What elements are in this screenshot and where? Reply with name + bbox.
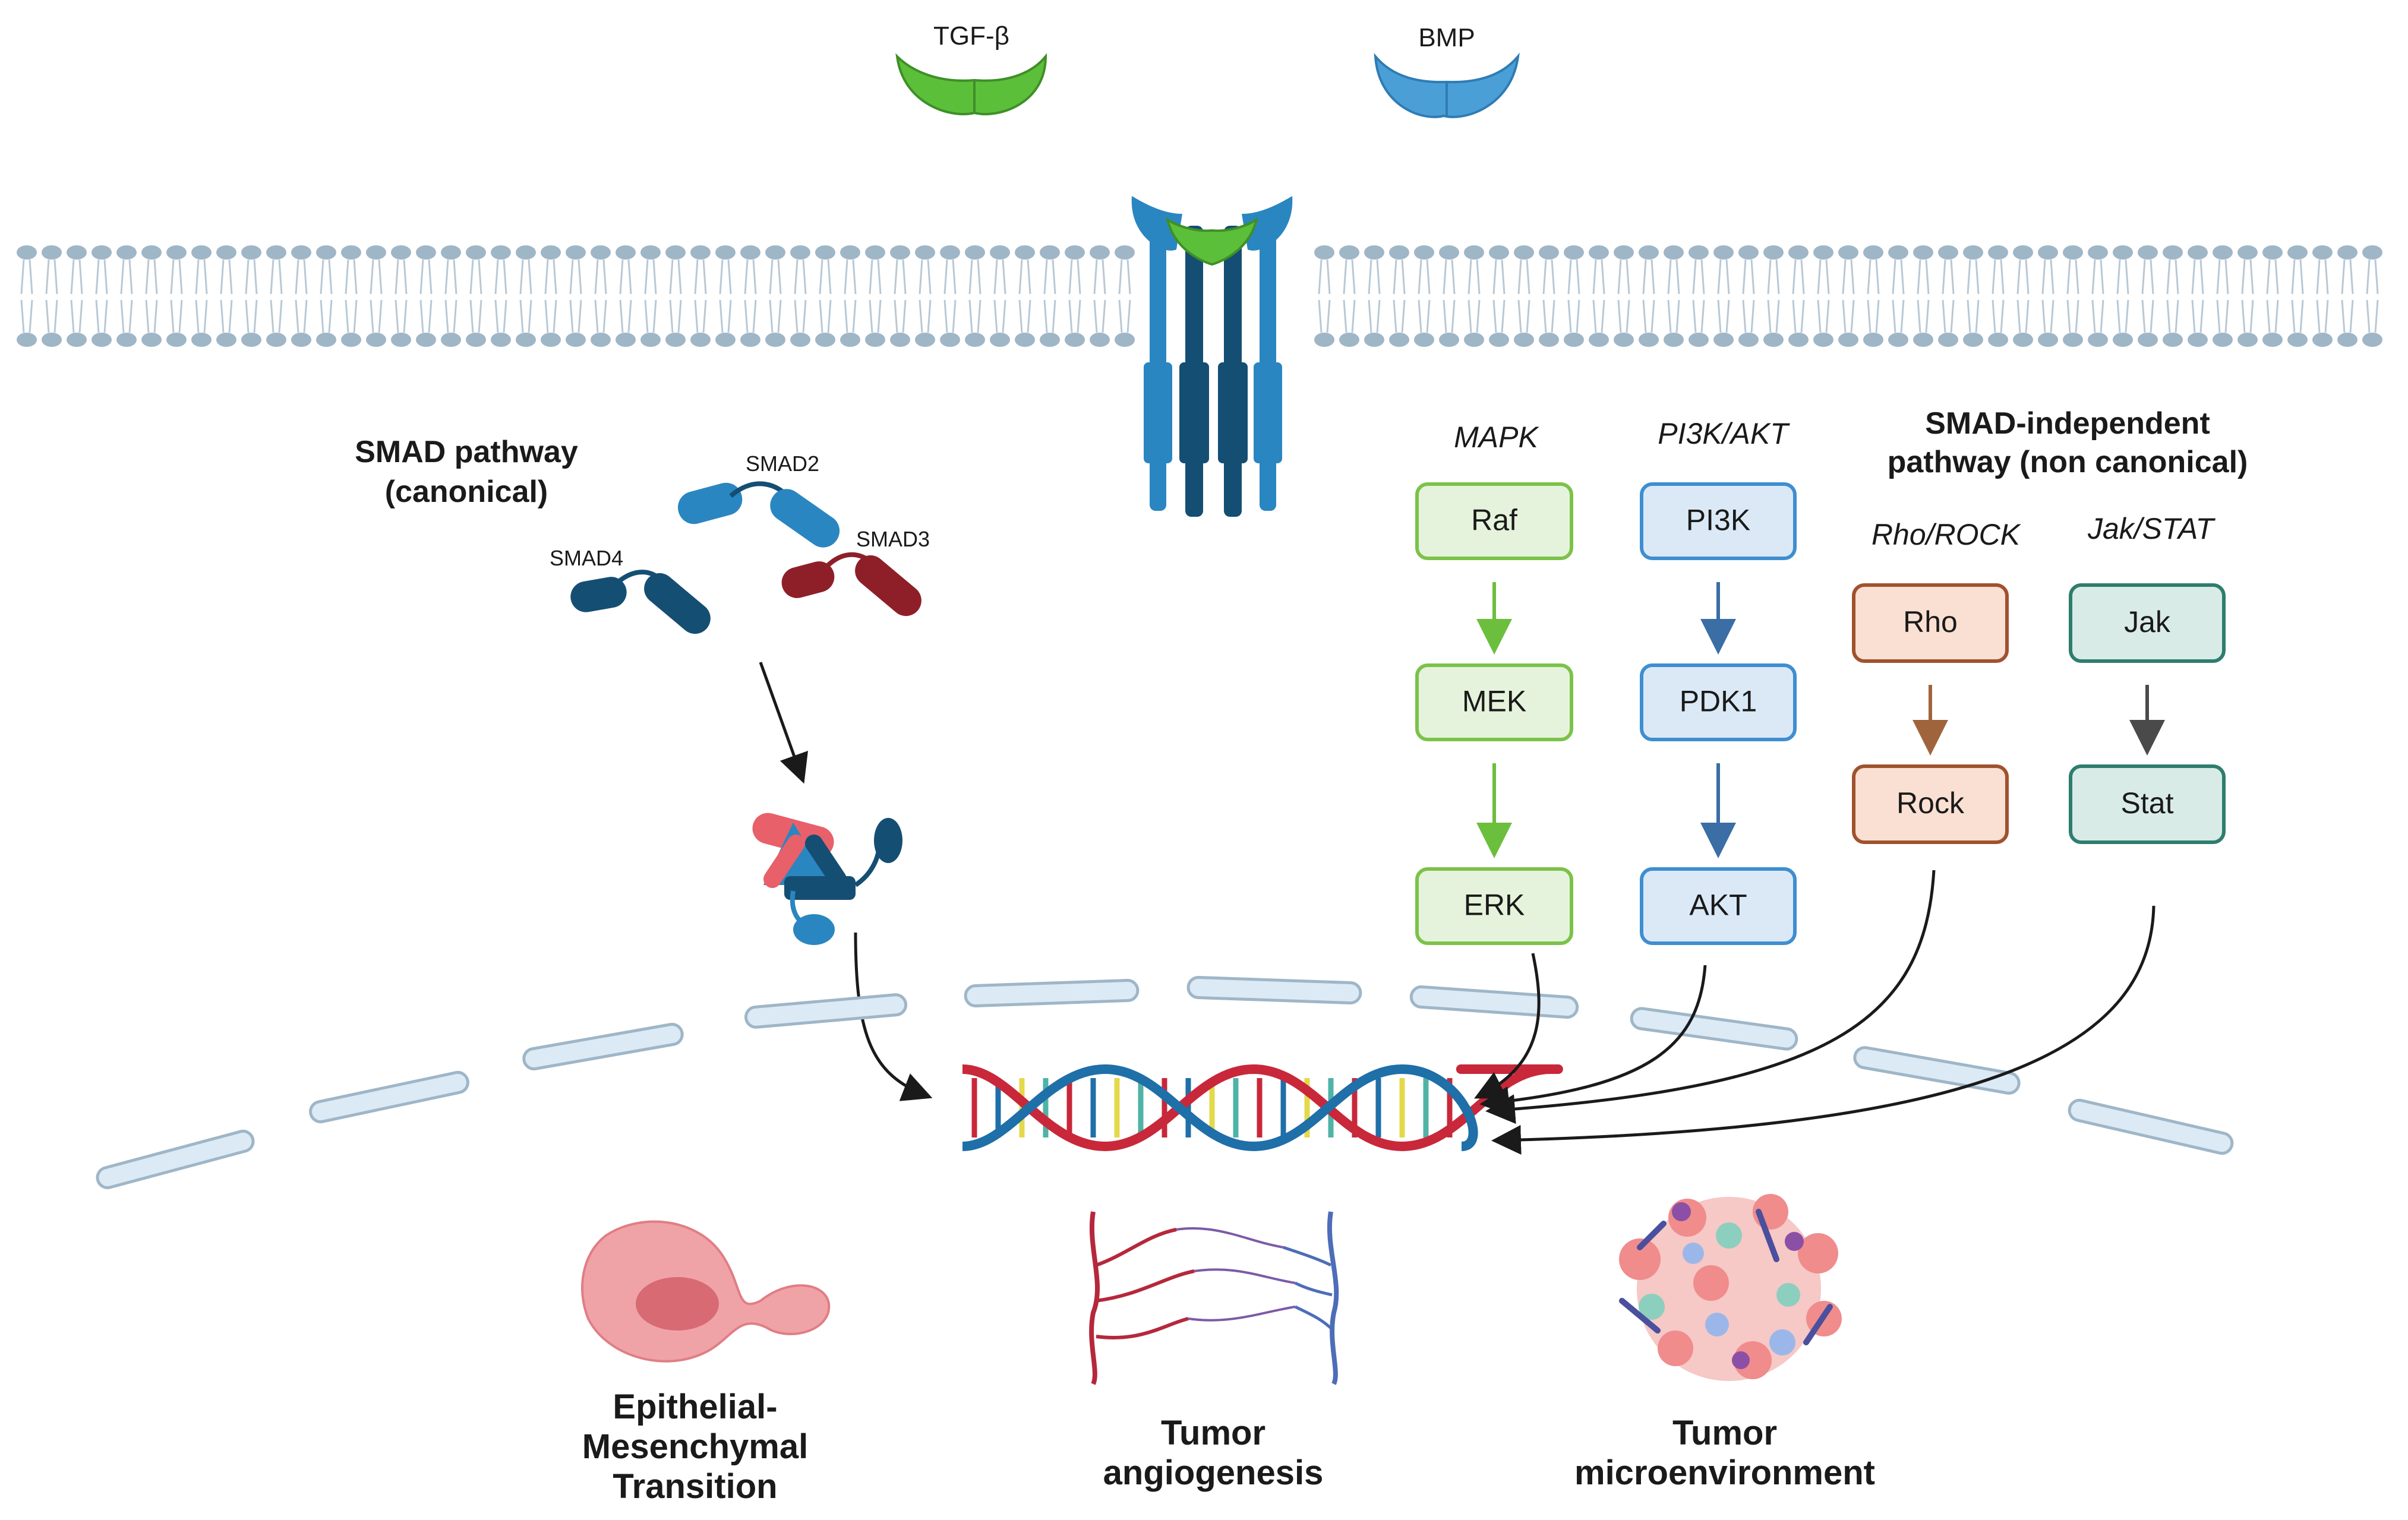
emt-label-line1: Epithelial- bbox=[613, 1388, 777, 1426]
smad3-label: SMAD3 bbox=[856, 527, 930, 551]
receptor-complex bbox=[1131, 196, 1293, 517]
emt-label-line2: Mesenchymal bbox=[582, 1427, 808, 1466]
rock-to-dna-arrow bbox=[1485, 870, 1936, 1124]
tgfb-ligand bbox=[895, 53, 1047, 116]
smad2-label: SMAD2 bbox=[746, 451, 819, 476]
angio-label-line1: Tumor bbox=[1161, 1414, 1265, 1452]
mapk-name: MAPK bbox=[1454, 421, 1539, 454]
angiogenesis-illustration bbox=[1089, 1211, 1339, 1385]
mapk-node-label: MEK bbox=[1462, 685, 1526, 718]
pi3k-node-label: PI3K bbox=[1686, 504, 1750, 537]
bmp-ligand bbox=[1374, 52, 1520, 118]
pi3k-name: PI3K/AKT bbox=[1658, 417, 1790, 450]
jak-node-label: Stat bbox=[2121, 786, 2174, 820]
rho-node-label: Rock bbox=[1896, 786, 1965, 820]
pi3k-node-label: PDK1 bbox=[1680, 685, 1757, 718]
angio-label-line2: angiogenesis bbox=[1103, 1453, 1324, 1492]
mapk-node-label: ERK bbox=[1464, 889, 1525, 922]
pi3k-node-pdk1: PDK1 bbox=[1640, 663, 1797, 741]
mapk-node-label: Raf bbox=[1471, 504, 1517, 537]
bmp-label: BMP bbox=[1418, 23, 1475, 52]
rho-node-rho: Rho bbox=[1852, 583, 2009, 663]
mapk-node-mek: MEK bbox=[1415, 663, 1573, 741]
smad2-protein bbox=[677, 481, 840, 548]
stat-to-dna-arrow bbox=[1491, 905, 2155, 1155]
pi3k-node-akt: AKT bbox=[1640, 867, 1797, 945]
smad4-protein bbox=[570, 570, 711, 634]
smad-complex bbox=[752, 813, 902, 945]
rho-node-label: Rho bbox=[1903, 605, 1958, 639]
nuclear-envelope bbox=[96, 976, 2234, 1190]
pi3k-node-pi3k: PI3K bbox=[1640, 482, 1797, 560]
rho-name: Rho/ROCK bbox=[1872, 518, 2022, 551]
smad4-label: SMAD4 bbox=[550, 546, 623, 570]
mapk-node-raf: Raf bbox=[1415, 482, 1573, 560]
mapk-node-erk: ERK bbox=[1415, 867, 1573, 945]
dna-helix bbox=[962, 1064, 1563, 1152]
noncanonical-title-line2: pathway (non canonical) bbox=[1888, 445, 2248, 479]
smad-to-complex-arrow bbox=[759, 662, 809, 784]
jak-name: Jak/STAT bbox=[2087, 512, 2216, 545]
tgfb-label: TGF-β bbox=[933, 21, 1009, 50]
canonical-title-line2: (canonical) bbox=[385, 475, 548, 509]
rho-node-rock: Rock bbox=[1852, 764, 2009, 844]
micro-label-line1: Tumor bbox=[1672, 1414, 1777, 1452]
canonical-title-line1: SMAD pathway bbox=[355, 435, 578, 469]
akt-to-dna-arrow bbox=[1479, 965, 1707, 1116]
smad3-protein bbox=[781, 552, 921, 617]
erk-to-dna-arrow bbox=[1474, 953, 1541, 1099]
emt-cell-illustration bbox=[581, 1220, 831, 1363]
jak-node-jak: Jak bbox=[2069, 583, 2226, 663]
emt-label-line3: Transition bbox=[613, 1467, 777, 1506]
pi3k-node-label: AKT bbox=[1689, 889, 1747, 922]
microenvironment-illustration bbox=[1619, 1194, 1842, 1381]
complex-to-dna-arrow bbox=[854, 932, 933, 1101]
cell-membrane bbox=[17, 245, 2382, 347]
jak-node-stat: Stat bbox=[2069, 764, 2226, 844]
micro-label-line2: microenvironment bbox=[1574, 1453, 1875, 1492]
noncanonical-title-line1: SMAD-independent bbox=[1925, 406, 2210, 441]
jak-node-label: Jak bbox=[2124, 605, 2171, 639]
